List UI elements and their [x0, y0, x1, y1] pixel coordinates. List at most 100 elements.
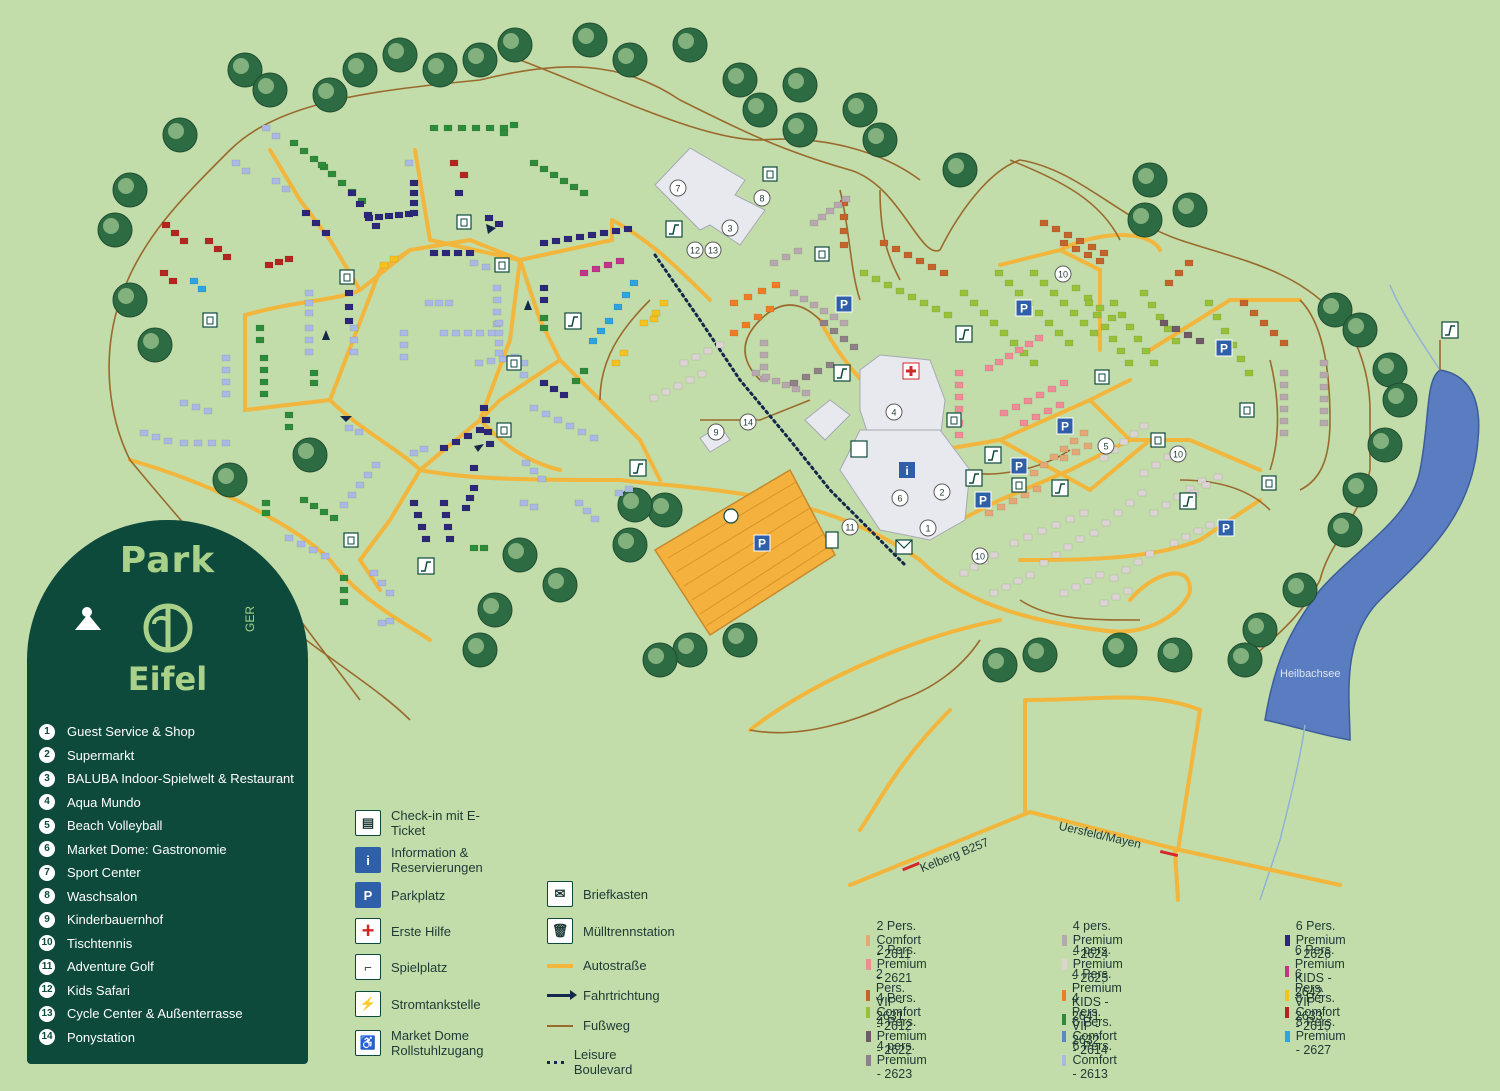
house-plot[interactable]: [207, 439, 217, 447]
house-plot[interactable]: [485, 440, 495, 448]
house-plot[interactable]: [259, 390, 269, 398]
house-plot[interactable]: [999, 329, 1009, 337]
house-plot[interactable]: [565, 422, 575, 430]
house-plot[interactable]: [349, 324, 359, 332]
house-plot[interactable]: [1171, 325, 1181, 333]
house-plot[interactable]: [1032, 485, 1042, 493]
house-plot[interactable]: [399, 329, 409, 337]
house-plot[interactable]: [459, 171, 469, 179]
house-plot[interactable]: [781, 253, 791, 261]
house-plot[interactable]: [1213, 473, 1223, 481]
house-plot[interactable]: [1159, 319, 1169, 327]
house-plot[interactable]: [481, 263, 491, 271]
house-plot[interactable]: [304, 299, 314, 307]
house-plot[interactable]: [264, 261, 274, 269]
house-plot[interactable]: [859, 269, 869, 277]
house-plot[interactable]: [371, 461, 381, 469]
house-plot[interactable]: [639, 319, 649, 327]
house-plot[interactable]: [1279, 369, 1289, 377]
house-plot[interactable]: [1133, 558, 1143, 566]
house-plot[interactable]: [1009, 339, 1019, 347]
house-plot[interactable]: [304, 309, 314, 317]
house-plot[interactable]: [1079, 429, 1089, 437]
house-plot[interactable]: [825, 361, 835, 369]
house-plot[interactable]: [1259, 319, 1269, 327]
house-plot[interactable]: [604, 317, 614, 325]
house-plot[interactable]: [363, 471, 373, 479]
house-plot[interactable]: [559, 177, 569, 185]
house-plot[interactable]: [519, 499, 529, 507]
house-plot[interactable]: [659, 299, 669, 307]
house-plot[interactable]: [454, 189, 464, 197]
house-plot[interactable]: [1212, 313, 1222, 321]
house-plot[interactable]: [793, 247, 803, 255]
house-plot[interactable]: [615, 257, 625, 265]
house-plot[interactable]: [486, 357, 496, 365]
house-plot[interactable]: [729, 299, 739, 307]
house-plot[interactable]: [743, 293, 753, 301]
house-plot[interactable]: [492, 308, 502, 316]
house-plot[interactable]: [1092, 311, 1102, 319]
house-plot[interactable]: [492, 296, 502, 304]
house-plot[interactable]: [1141, 347, 1151, 355]
house-plot[interactable]: [1047, 385, 1057, 393]
house-plot[interactable]: [1117, 311, 1127, 319]
house-plot[interactable]: [1095, 571, 1105, 579]
house-plot[interactable]: [1071, 583, 1081, 591]
house-plot[interactable]: [434, 299, 444, 307]
house-plot[interactable]: [441, 511, 451, 519]
house-plot[interactable]: [255, 324, 265, 332]
house-plot[interactable]: [271, 177, 281, 185]
house-plot[interactable]: [443, 124, 453, 132]
house-plot[interactable]: [485, 124, 495, 132]
house-plot[interactable]: [939, 269, 949, 277]
house-plot[interactable]: [179, 237, 189, 245]
house-plot[interactable]: [1001, 583, 1011, 591]
house-plot[interactable]: [469, 259, 479, 267]
house-plot[interactable]: [439, 499, 449, 507]
house-plot[interactable]: [759, 339, 769, 347]
house-plot[interactable]: [1184, 259, 1194, 267]
house-plot[interactable]: [1319, 419, 1329, 427]
house-plot[interactable]: [1125, 499, 1135, 507]
house-plot[interactable]: [337, 179, 347, 187]
house-plot[interactable]: [989, 319, 999, 327]
house-plot[interactable]: [1151, 461, 1161, 469]
house-plot[interactable]: [399, 353, 409, 361]
house-plot[interactable]: [309, 155, 319, 163]
house-plot[interactable]: [539, 379, 549, 387]
house-plot[interactable]: [509, 121, 519, 129]
house-plot[interactable]: [451, 438, 461, 446]
house-plot[interactable]: [469, 464, 479, 472]
house-plot[interactable]: [1109, 574, 1119, 582]
house-plot[interactable]: [309, 369, 319, 377]
house-plot[interactable]: [1044, 319, 1054, 327]
house-plot[interactable]: [385, 589, 395, 597]
house-plot[interactable]: [441, 249, 451, 257]
house-plot[interactable]: [377, 579, 387, 587]
house-plot[interactable]: [769, 259, 779, 267]
house-plot[interactable]: [494, 349, 504, 357]
house-plot[interactable]: [1039, 461, 1049, 469]
house-plot[interactable]: [611, 227, 621, 235]
house-plot[interactable]: [339, 501, 349, 509]
house-plot[interactable]: [895, 287, 905, 295]
house-plot[interactable]: [1109, 299, 1119, 307]
house-plot[interactable]: [259, 378, 269, 386]
house-plot[interactable]: [221, 378, 231, 386]
house-plot[interactable]: [1319, 395, 1329, 403]
house-plot[interactable]: [1116, 347, 1126, 355]
house-plot[interactable]: [1071, 245, 1081, 253]
house-plot[interactable]: [1319, 371, 1329, 379]
house-plot[interactable]: [759, 351, 769, 359]
house-plot[interactable]: [193, 439, 203, 447]
house-plot[interactable]: [429, 249, 439, 257]
house-plot[interactable]: [309, 502, 319, 510]
house-plot[interactable]: [765, 305, 775, 313]
house-plot[interactable]: [1075, 535, 1085, 543]
house-plot[interactable]: [891, 245, 901, 253]
house-plot[interactable]: [1121, 566, 1131, 574]
house-plot[interactable]: [261, 499, 271, 507]
house-plot[interactable]: [475, 426, 485, 434]
house-plot[interactable]: [308, 546, 318, 554]
